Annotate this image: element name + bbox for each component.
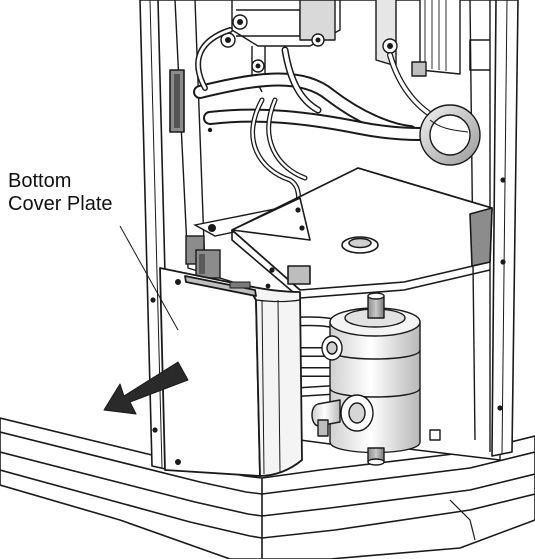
callout-label-line2: Cover Plate <box>8 193 113 215</box>
removal-arrow <box>103 361 189 415</box>
base-tray <box>0 417 535 559</box>
bottom-cover-plate <box>159 267 303 477</box>
callout-label: Bottom Cover Plate <box>8 170 113 216</box>
shroud-box <box>231 167 493 299</box>
callout-label-line1: Bottom <box>8 170 72 192</box>
grommet <box>419 104 481 166</box>
tubing <box>193 27 443 213</box>
right-side-panel <box>469 0 519 457</box>
callout-leader-line <box>119 225 179 331</box>
valve-assembly <box>220 0 461 93</box>
compressor <box>289 292 441 466</box>
